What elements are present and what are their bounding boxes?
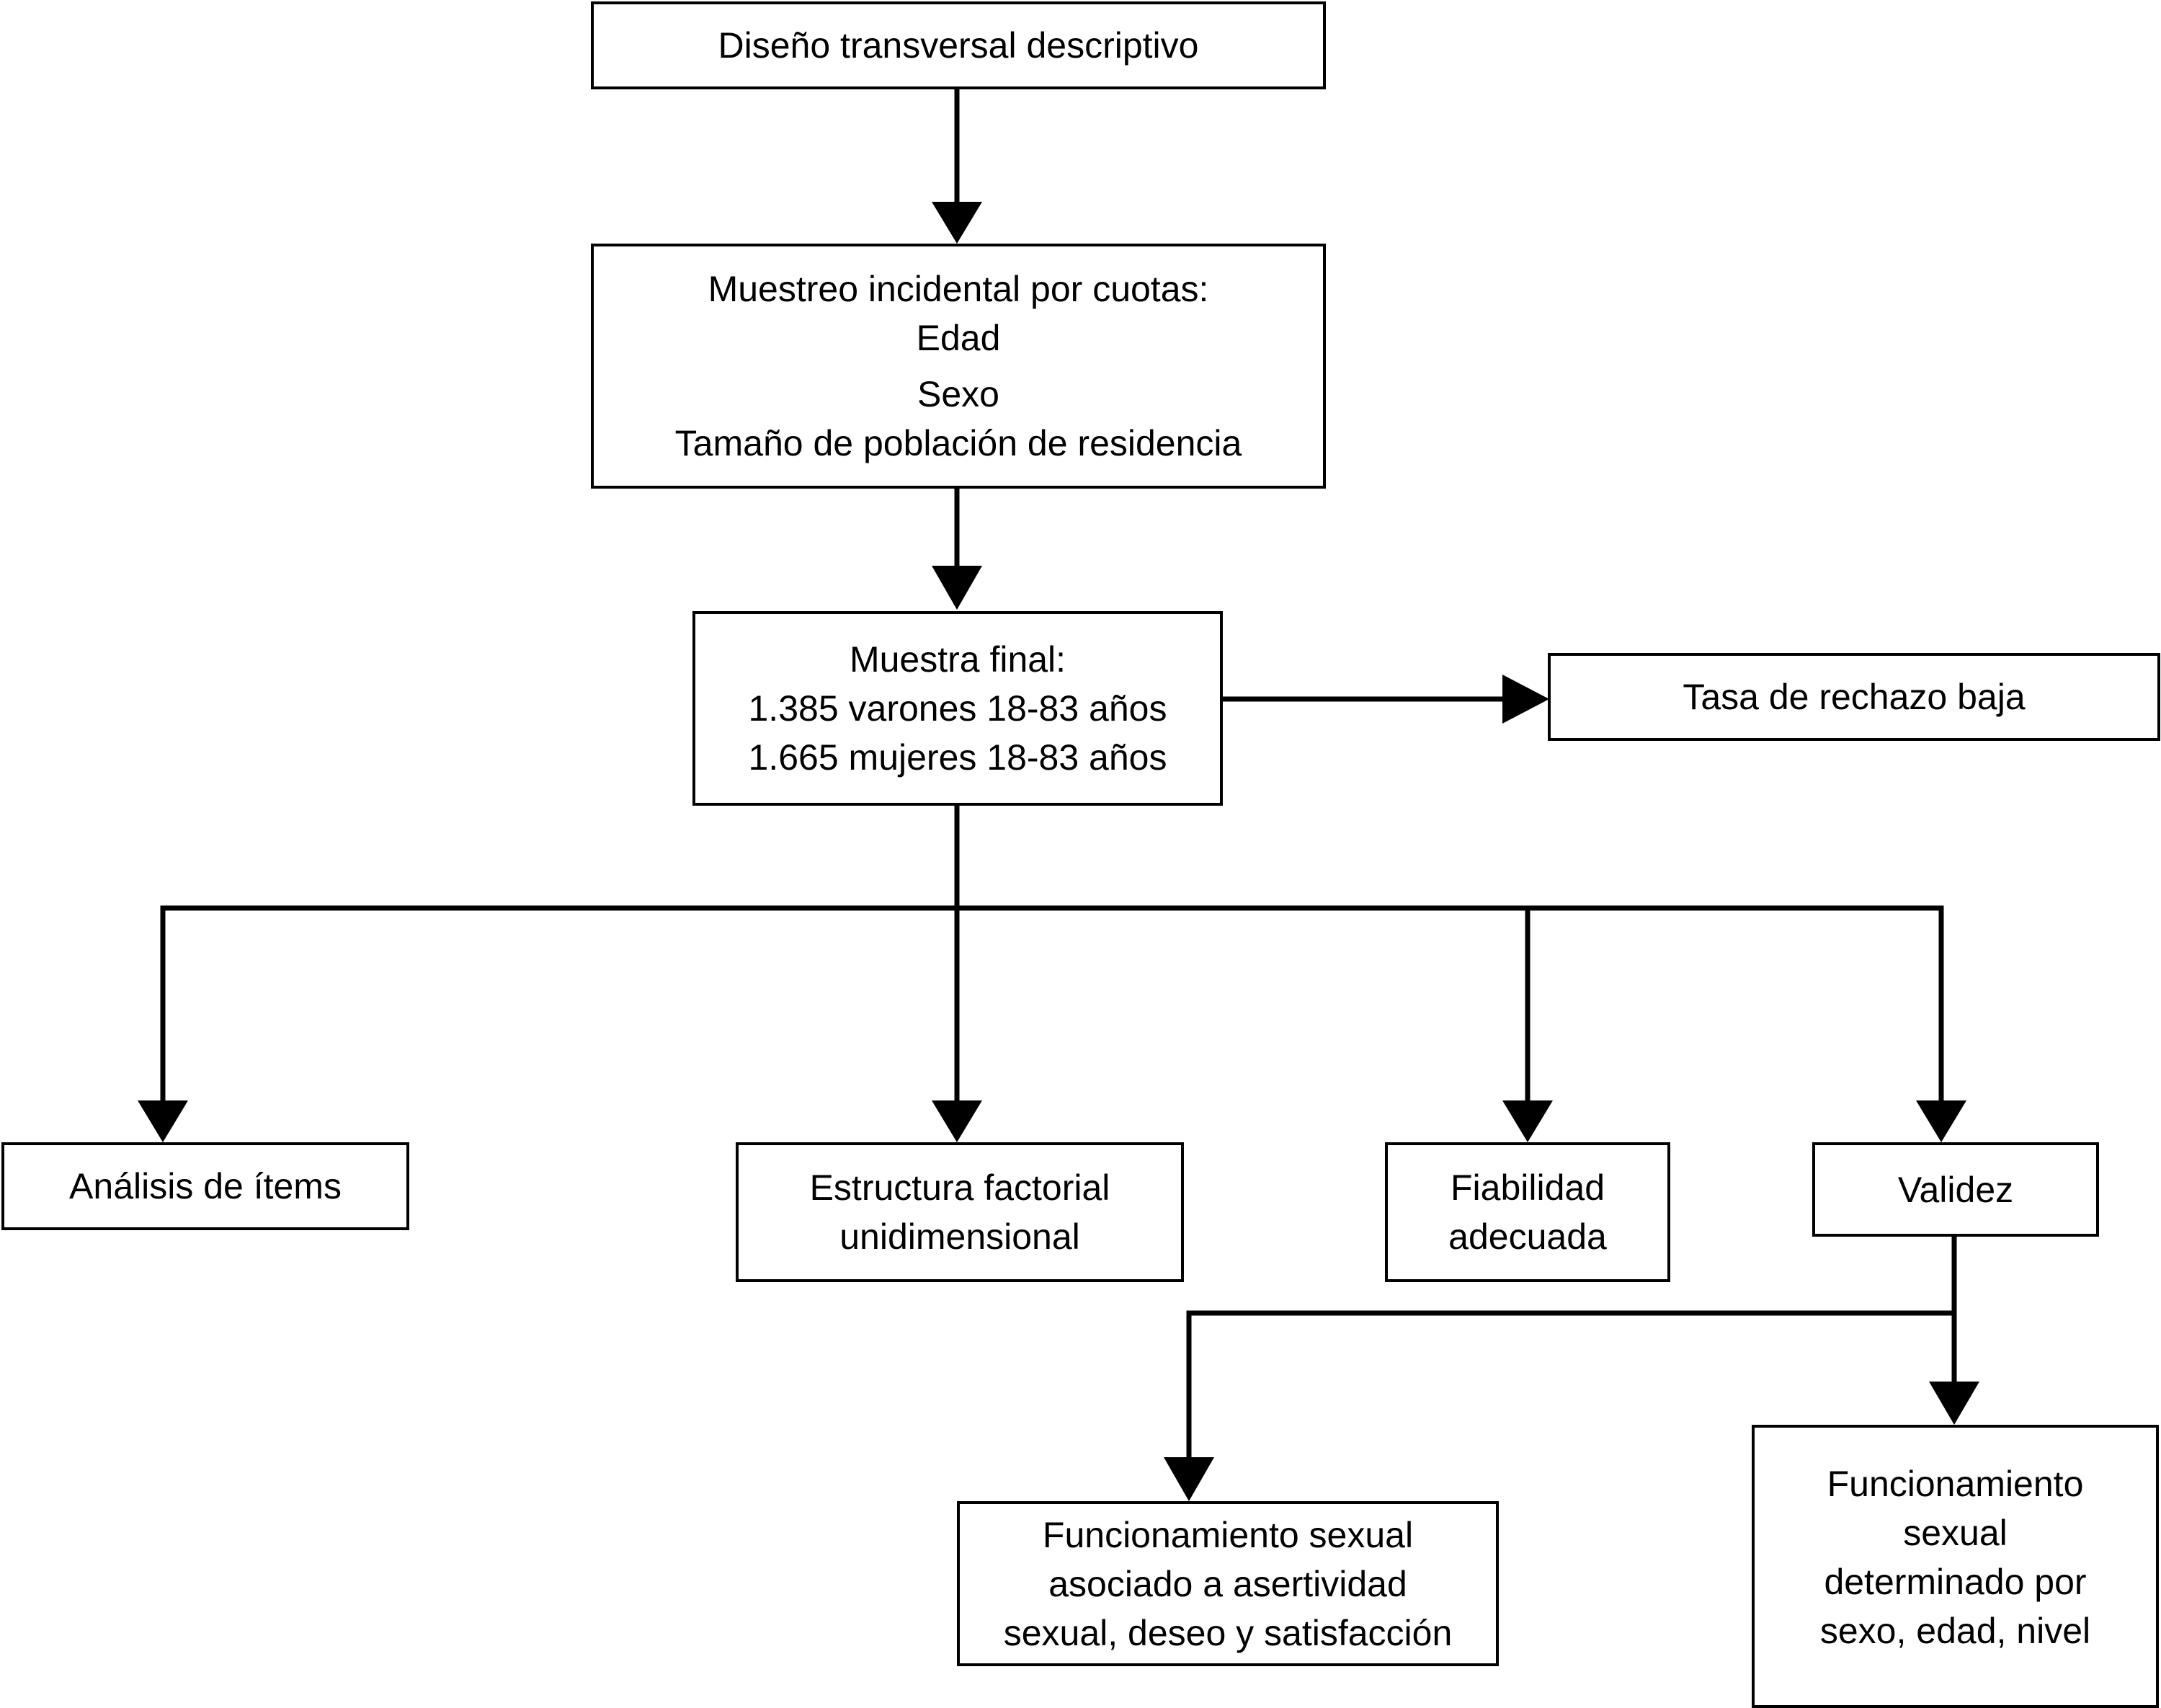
reliability-line1: Fiabilidad (1450, 1167, 1605, 1208)
sampling-sex: Sexo (917, 374, 999, 414)
factor-structure-box: Estructura factorial unidimensional (736, 1142, 1184, 1282)
factor-structure-line1: Estructura factorial (809, 1167, 1110, 1208)
sample-women: 1.665 mujeres 18-83 años (748, 737, 1167, 778)
assertiveness-line3: sexual, deseo y satisfacción (1003, 1612, 1453, 1653)
arrowhead-reliability (1502, 1100, 1553, 1142)
determined-line3: determinado por (1824, 1562, 2087, 1602)
arrowhead-sample (932, 566, 982, 610)
sampling-age: Edad (916, 318, 1001, 358)
arrowhead-determined (1929, 1382, 1979, 1425)
validity-box: Validez (1812, 1142, 2099, 1237)
sampling-population-size: Tamaño de población de residencia (674, 423, 1242, 463)
items-analysis-label: Análisis de ítems (69, 1166, 342, 1206)
arrowhead-validity (1916, 1100, 1966, 1142)
sample-title: Muestra final: (849, 639, 1066, 680)
design-label: Diseño transversal descriptivo (718, 25, 1199, 66)
sampling-box: Muestreo incidental por cuotas: Edad Sex… (591, 244, 1326, 489)
determined-line2: sexual (1903, 1513, 2008, 1553)
arrowhead-items (138, 1100, 188, 1142)
validity-label: Validez (1897, 1169, 2014, 1210)
sampling-title: Muestreo incidental por cuotas: (708, 269, 1209, 309)
arrowhead-rejection (1502, 675, 1549, 724)
sample-men: 1.385 varones 18-83 años (748, 688, 1167, 729)
factor-structure-line2: unidimensional (839, 1216, 1080, 1257)
determined-line1: Funcionamiento (1827, 1464, 2084, 1504)
items-analysis-box: Análisis de ítems (1, 1142, 409, 1230)
assertiveness-line2: asociado a asertividad (1048, 1563, 1407, 1604)
rejection-box: Tasa de rechazo baja (1548, 653, 2160, 741)
arrowhead-factor (932, 1100, 982, 1142)
determined-line4: sexo, edad, nivel (1819, 1611, 2091, 1651)
assertiveness-box: Funcionamiento sexual asociado a asertiv… (957, 1501, 1499, 1666)
assertiveness-line1: Funcionamiento sexual (1042, 1514, 1414, 1555)
reliability-line2: adecuada (1448, 1216, 1607, 1257)
arrowhead-assertiveness (1164, 1457, 1214, 1501)
reliability-box: Fiabilidad adecuada (1385, 1142, 1670, 1282)
rejection-label: Tasa de rechazo baja (1683, 677, 2026, 717)
arrowhead-sampling (932, 202, 982, 244)
design-box: Diseño transversal descriptivo (591, 1, 1326, 89)
determined-box: Funcionamiento sexual determinado por se… (1752, 1425, 2159, 1708)
sample-box: Muestra final: 1.385 varones 18-83 años … (692, 611, 1223, 806)
